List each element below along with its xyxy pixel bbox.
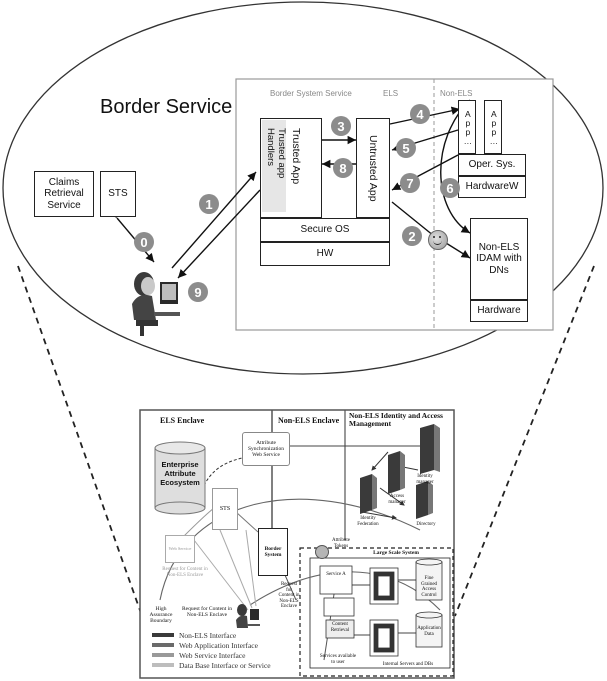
attribute-tokens-label: Attribute Tokens bbox=[326, 538, 356, 549]
high-assurance-label: High Assurance Boundary bbox=[146, 606, 176, 624]
els-label: ELS bbox=[383, 89, 398, 98]
fine-grained-access-label: Fine Grained Access Control bbox=[416, 576, 442, 598]
legend-swatch bbox=[152, 663, 174, 667]
request-content-right-label: Request for Content in Non-ELS Enclave bbox=[278, 582, 300, 610]
bottom-sts-box: STS bbox=[212, 488, 238, 530]
trusted-handlers-label: Trusted app Handlers bbox=[265, 128, 287, 208]
non-els-label: Non-ELS bbox=[440, 89, 472, 98]
step-3-badge: 3 bbox=[331, 116, 351, 136]
legend-swatch bbox=[152, 633, 174, 637]
els-enclave-label: ELS Enclave bbox=[160, 416, 204, 425]
bottom-user-smiley-icon bbox=[315, 545, 329, 559]
step-2-badge: 2 bbox=[402, 226, 422, 246]
hw-box: HW bbox=[260, 242, 390, 266]
untrusted-app-box: Untrusted App bbox=[356, 118, 390, 218]
border-service-title: Border Service bbox=[100, 96, 232, 119]
step-7-badge: 7 bbox=[400, 173, 420, 193]
border-system-service-label: Border System Service bbox=[270, 89, 352, 98]
content-retrieval-label: Content Retrieval bbox=[326, 622, 354, 633]
user-at-computer-icon bbox=[128, 264, 182, 336]
sts-box: STS bbox=[100, 171, 136, 217]
legend-item: Web Application Interface bbox=[152, 640, 272, 650]
hardware-box: Hardware bbox=[470, 300, 528, 322]
access-manager-label: Access manager bbox=[384, 494, 410, 505]
secure-os-box: Secure OS bbox=[260, 218, 390, 242]
els-request-label: Request for Content in Non-ELS Enclave bbox=[160, 567, 210, 578]
claims-retrieval-service-box: Claims Retrieval Service bbox=[34, 171, 94, 217]
step-8-badge: 8 bbox=[333, 158, 353, 178]
legend-label: Data Base Interface or Service bbox=[179, 661, 271, 670]
app-box-1: App… bbox=[458, 100, 476, 154]
services-available-label: Services available to user bbox=[318, 654, 358, 665]
enterprise-ecosystem-label: Enterprise Attribute Ecosystem bbox=[156, 460, 204, 487]
legend-label: Web Service Interface bbox=[179, 651, 245, 660]
legend-label: Non-ELS Interface bbox=[179, 631, 236, 640]
attribute-sync-service-box: Attribute Synchronization Web Service bbox=[242, 432, 290, 466]
service-a-label: Service A bbox=[322, 572, 350, 578]
legend-swatch bbox=[152, 653, 174, 657]
web-service-box: Web Service bbox=[165, 535, 195, 563]
app-box-2: App… bbox=[484, 100, 502, 154]
step-5-badge: 5 bbox=[396, 138, 416, 158]
step-9-badge: 9 bbox=[188, 282, 208, 302]
legend-item: Data Base Interface or Service bbox=[152, 660, 272, 670]
legend-label: Web Application Interface bbox=[179, 641, 258, 650]
legend-item: Web Service Interface bbox=[152, 650, 272, 660]
internal-services-label: Internal Servers and DBs bbox=[368, 662, 448, 668]
non-els-iam-label: Non-ELS Identity and Access Management bbox=[349, 412, 449, 429]
large-scale-system-label: Large Scale System bbox=[366, 550, 426, 556]
step-4-badge: 4 bbox=[410, 104, 430, 124]
trusted-app-label: Trusted App bbox=[290, 128, 302, 208]
non-els-idam-box: Non-ELS IDAM with DNs bbox=[470, 218, 528, 300]
directory-label: Directory bbox=[412, 522, 440, 528]
identity-federation-label: Identity Federation bbox=[354, 516, 382, 527]
legend-swatch bbox=[152, 643, 174, 647]
bottom-user-icon bbox=[234, 600, 262, 634]
border-system-box: Border System bbox=[258, 528, 288, 576]
user-smiley-icon bbox=[428, 230, 448, 250]
hardwarew-box: HardwareW bbox=[458, 176, 526, 198]
untrusted-app-label: Untrusted App bbox=[367, 135, 379, 202]
step-0-badge: 0 bbox=[134, 232, 154, 252]
application-data-label: Application Data bbox=[416, 626, 442, 637]
oper-sys-box: Oper. Sys. bbox=[458, 154, 526, 176]
legend-item: Non-ELS Interface bbox=[152, 630, 272, 640]
request-content-label: Request for Content in Non-ELS Enclave bbox=[180, 606, 234, 618]
identity-manager-label: Identity manager bbox=[410, 474, 440, 485]
non-els-enclave-label: Non-ELS Enclave bbox=[278, 416, 339, 425]
step-6-badge: 6 bbox=[440, 178, 460, 198]
step-1-badge: 1 bbox=[199, 194, 219, 214]
